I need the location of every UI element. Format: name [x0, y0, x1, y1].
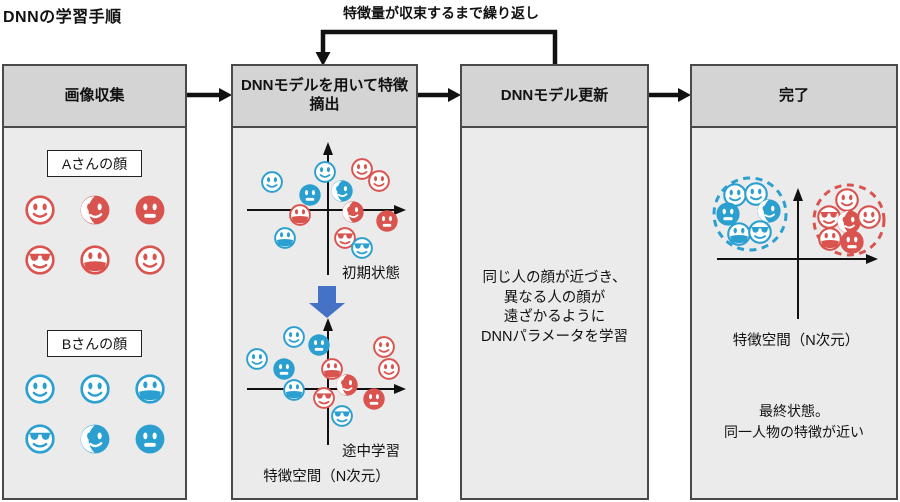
cluster-circle-blue	[712, 176, 788, 252]
red-solid-face-icon	[363, 388, 386, 411]
panel-header-model-update: DNNモデル更新	[462, 66, 647, 128]
blue-outline-face-icon	[246, 348, 269, 371]
red-outline-face-icon	[368, 170, 391, 193]
panel-model-update: DNNモデル更新 同じ人の顔が近づき、 異なる人の顔が 遠ざかるように DNNパ…	[460, 64, 649, 500]
final-xaxis-arrow-icon	[866, 254, 878, 264]
panel-image-collection: 画像収集 Aさんの顔 Bさんの顔	[2, 64, 187, 500]
face-group-label: Bさんの顔	[47, 330, 142, 357]
panel-body-image-collection: Aさんの顔 Bさんの顔	[4, 128, 185, 498]
panel-header-complete: 完了	[692, 66, 896, 128]
red-mask-face-icon	[818, 227, 843, 252]
red-sunglasses-face-icon	[334, 227, 357, 250]
red-sunglasses-face-icon	[25, 245, 56, 276]
face-group-label: Aさんの顔	[47, 150, 142, 177]
model-update-description: 同じ人の顔が近づき、 異なる人の顔が 遠ざかるように DNNパラメータを学習	[481, 270, 628, 345]
plot1-state-label: 初期状態	[342, 266, 400, 282]
plot2-xaxis-arrow-icon	[394, 384, 406, 394]
red-outline-face-icon	[857, 205, 882, 230]
blue-solid-face-icon	[299, 184, 322, 207]
blue-half-face-icon	[331, 180, 354, 203]
page-title: DNNの学習手順	[3, 9, 122, 26]
cluster-circle-red	[812, 183, 886, 257]
final-feature-space-axes	[712, 176, 886, 319]
final-feature-space-caption: 特徴空間（N次元）	[732, 333, 860, 349]
blue-outline-face-icon	[261, 171, 284, 194]
red-solid-face-icon	[135, 195, 166, 226]
blue-solid-face-icon	[273, 358, 296, 381]
red-sunglasses-face-icon	[313, 387, 336, 410]
red-outline-face-icon	[373, 336, 396, 359]
plot2-yaxis-arrow-icon	[323, 318, 333, 331]
panel-feature-extraction: DNNモデルを用いて特徴摘出 初期状態 途中学習 特徴空間（N次元）	[231, 64, 418, 500]
red-outline-face-icon	[135, 245, 166, 276]
red-half-face-icon	[336, 374, 359, 397]
blue-outline-face-icon	[744, 182, 769, 207]
blue-sunglasses-face-icon	[331, 405, 354, 428]
feature-space-caption: 特徴空間（N次元）	[263, 469, 390, 485]
red-mask-face-icon	[321, 358, 344, 381]
blue-outline-face-icon	[314, 161, 337, 184]
blue-sunglasses-face-icon	[748, 220, 773, 245]
red-solid-face-icon	[376, 210, 399, 233]
panel-complete: 完了 特徴空間（N次元） 最終状態。 同一人物の特徴が近い	[690, 64, 898, 500]
blue-solid-face-icon	[716, 202, 741, 227]
red-outline-face-icon	[378, 358, 401, 381]
panel-header-feature-extraction: DNNモデルを用いて特徴摘出	[233, 66, 416, 128]
blue-half-face-icon	[757, 199, 782, 224]
loop-arrow-line	[320, 29, 558, 64]
final-state-note: 最終状態。 同一人物の特徴が近い	[724, 403, 864, 440]
blue-outline-face-icon	[25, 374, 56, 405]
panel-body-feature-extraction: 初期状態 途中学習 特徴空間（N次元）	[233, 128, 416, 498]
blue-outline-face-icon	[80, 374, 111, 405]
red-mask-face-icon	[80, 245, 111, 276]
panel-body-complete: 特徴空間（N次元） 最終状態。 同一人物の特徴が近い	[692, 128, 896, 498]
blue-solid-face-icon	[135, 424, 166, 455]
blue-outline-face-icon	[283, 326, 306, 349]
loop-repeat-label: 特徴量が収束するまで繰り返し	[343, 5, 539, 21]
blue-mask-face-icon	[727, 222, 752, 247]
plot1-xaxis-arrow-icon	[394, 205, 406, 215]
red-half-face-icon	[80, 195, 111, 226]
blue-sunglasses-face-icon	[25, 424, 56, 455]
blue-solid-face-icon	[308, 334, 331, 357]
plot1-yaxis-arrow-icon	[323, 142, 333, 155]
panel-header-image-collection: 画像収集	[4, 66, 185, 128]
blue-mask-face-icon	[274, 227, 297, 250]
red-outline-face-icon	[351, 158, 374, 181]
blue-mask-face-icon	[283, 379, 306, 402]
red-half-face-icon	[342, 201, 365, 224]
plot2-state-label: 途中学習	[342, 444, 400, 460]
final-yaxis-arrow-icon	[793, 188, 803, 201]
blue-half-face-icon	[80, 424, 111, 455]
panel-body-model-update: 同じ人の顔が近づき、 異なる人の顔が 遠ざかるように DNNパラメータを学習	[462, 128, 647, 498]
red-mask-face-icon	[289, 204, 312, 227]
red-solid-face-icon	[840, 230, 865, 255]
blue-mask-face-icon	[135, 374, 166, 405]
blue-sunglasses-face-icon	[351, 237, 374, 260]
red-half-face-icon	[837, 210, 862, 235]
progress-down-arrow-icon	[309, 286, 345, 318]
red-outline-face-icon	[25, 195, 56, 226]
